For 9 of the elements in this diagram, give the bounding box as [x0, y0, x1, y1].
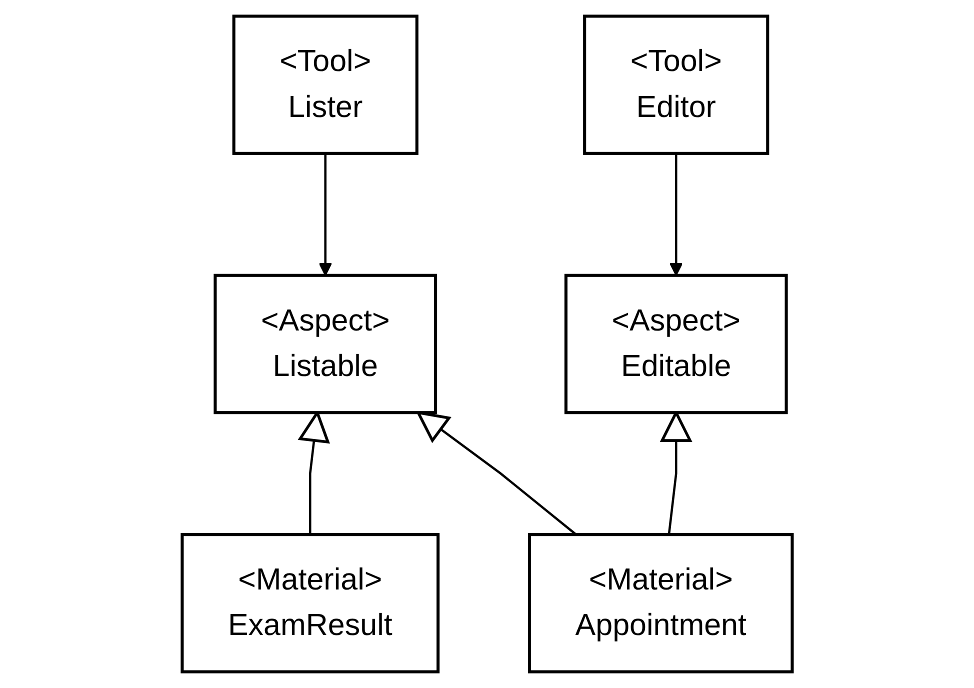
- node-box: <Tool> Editor: [582, 14, 769, 155]
- node-box: <Aspect> Editable: [564, 274, 788, 414]
- node-box: <Material> ExamResult: [180, 533, 440, 674]
- arrow: [318, 153, 332, 276]
- node-box: <Aspect> Listable: [213, 274, 437, 414]
- node-box: <Material> Appointment: [528, 533, 794, 674]
- node-box: <Tool> Lister: [232, 14, 418, 155]
- arrow: [416, 411, 577, 536]
- arrow: [669, 153, 683, 276]
